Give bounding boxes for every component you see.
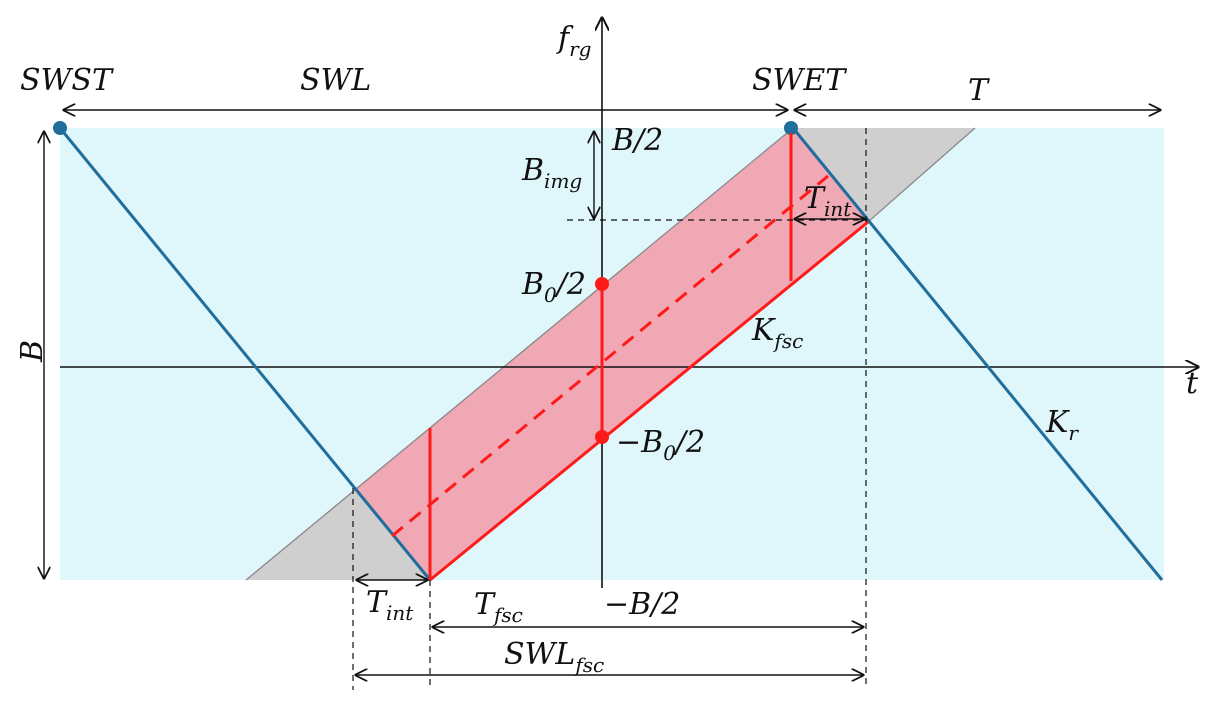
gray-edge-upper (245, 127, 794, 581)
kfsc-line (429, 220, 869, 582)
label-k-fsc: Kfsc (751, 313, 803, 353)
neg-b0-half-point (595, 430, 609, 444)
label-neg-b-half: −B/2 (604, 587, 680, 622)
swet-point (784, 121, 798, 135)
red-dashed-center-line (391, 174, 829, 538)
label-neg-b0-half: −B0/2 (616, 425, 705, 465)
chirp-line-right (791, 127, 1164, 581)
label-swl: SWL (300, 63, 371, 98)
label-b-half-top: B/2 (611, 123, 663, 158)
label-t-int-top: Tint (804, 181, 852, 221)
chirp-line-left (58, 127, 432, 581)
label-swet: SWET (752, 63, 847, 98)
swst-point (53, 121, 67, 135)
label-b0-half: B0/2 (521, 267, 586, 307)
gray-region-bottom (246, 488, 430, 580)
label-t: t (1186, 366, 1199, 401)
label-f-rg: frg (556, 21, 591, 61)
label-b-img: Bimg (521, 153, 582, 193)
label-swst: SWST (20, 63, 114, 98)
gray-edge-lower (867, 127, 976, 223)
label-t-int-bottom: Tint (366, 585, 414, 625)
label-B: B (15, 340, 50, 363)
label-T: T (968, 73, 990, 108)
label-k-r: Kr (1045, 405, 1079, 445)
b0-half-point (595, 277, 609, 291)
label-swl-fsc: SWLfsc (504, 637, 604, 677)
label-t-fsc: Tfsc (474, 587, 523, 627)
gray-region-top (793, 128, 975, 222)
